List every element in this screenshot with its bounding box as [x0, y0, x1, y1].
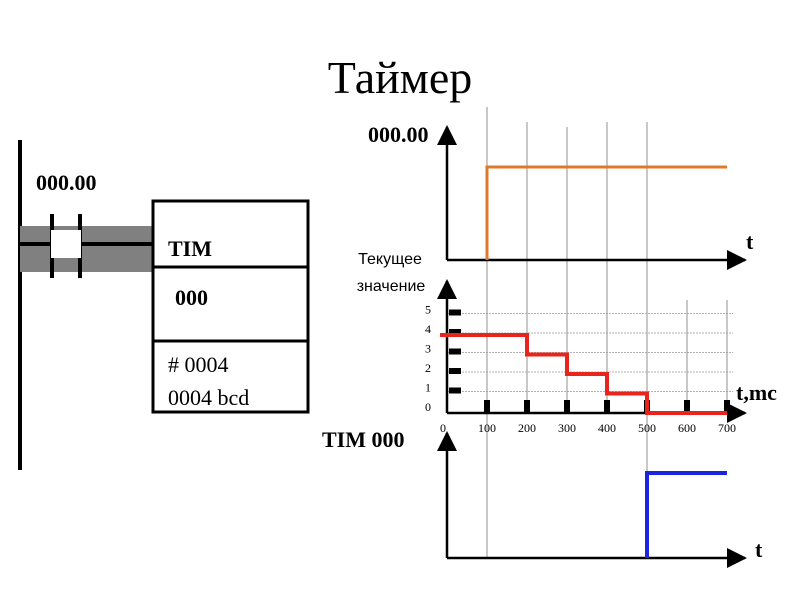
timer-type-label: TIM	[168, 236, 212, 261]
chart-gridlines	[447, 107, 733, 558]
chart1-series-line	[485, 165, 727, 260]
chart3-y-label: TIM 000	[322, 427, 405, 452]
x-tick-mark	[484, 400, 490, 412]
x-tick-mark	[684, 400, 690, 412]
x-tick-label: 200	[518, 421, 536, 435]
chart1-x-label: t	[746, 229, 754, 254]
chart3-series-line	[645, 471, 727, 558]
y-tick-label: 0	[425, 400, 431, 414]
rung-highlight	[20, 226, 153, 272]
contact-gap	[51, 230, 81, 258]
timer-box	[151, 199, 310, 414]
timer-block: TIM 000 # 0004 0004 bcd	[151, 199, 310, 414]
y-tick-mark	[449, 368, 461, 374]
chart2-x-label: t,mc	[736, 380, 777, 405]
y-tick-label: 5	[425, 303, 431, 317]
chart2-y-label-line1: Текущее	[358, 251, 422, 268]
chart2-y-label-line2: значение	[357, 278, 426, 295]
x-tick-mark	[564, 400, 570, 412]
y-tick-label: 2	[425, 361, 431, 375]
x-tick-label: 300	[558, 421, 576, 435]
chart1-y-label: 000.00	[368, 122, 429, 147]
y-tick-mark	[449, 348, 461, 355]
timer-number-label: 000	[175, 285, 208, 310]
y-tick-label: 3	[425, 342, 431, 356]
x-tick-label: 0	[440, 421, 446, 435]
chart-input-signal: 000.00 t	[368, 122, 754, 270]
timer-setpoint-line2: 0004 bcd	[168, 385, 249, 410]
x-tick-label: 600	[678, 421, 696, 435]
y-tick-mark	[449, 329, 461, 335]
y-tick-mark	[449, 309, 461, 316]
page-title: Таймер	[328, 52, 473, 103]
ladder-diagram: 000.00 TIM 000 # 0004 0004 bcd	[18, 140, 310, 470]
chart3-x-label: t	[755, 537, 763, 562]
y-tick-mark	[449, 387, 461, 394]
chart2-ticks: 0 100 200 300 400 500 600 700 0 1 2 3 4 5	[425, 303, 736, 436]
x-tick-label: 700	[718, 421, 736, 435]
x-tick-mark	[724, 400, 730, 412]
chart2-series-line	[440, 333, 727, 415]
x-tick-label: 400	[598, 421, 616, 435]
y-tick-label: 1	[425, 381, 431, 395]
y-tick-label: 4	[425, 322, 431, 336]
x-tick-label: 500	[638, 421, 656, 435]
x-tick-label: 100	[478, 421, 496, 435]
timer-setpoint-line1: # 0004	[168, 352, 229, 377]
x-tick-mark	[604, 400, 610, 412]
x-tick-mark	[524, 400, 530, 412]
contact-label: 000.00	[36, 170, 97, 195]
chart-timer-output: TIM 000 t	[322, 427, 763, 568]
chart-current-value: Текущее значение t,mc 0 100 200 300 400 500 60…	[357, 251, 777, 435]
